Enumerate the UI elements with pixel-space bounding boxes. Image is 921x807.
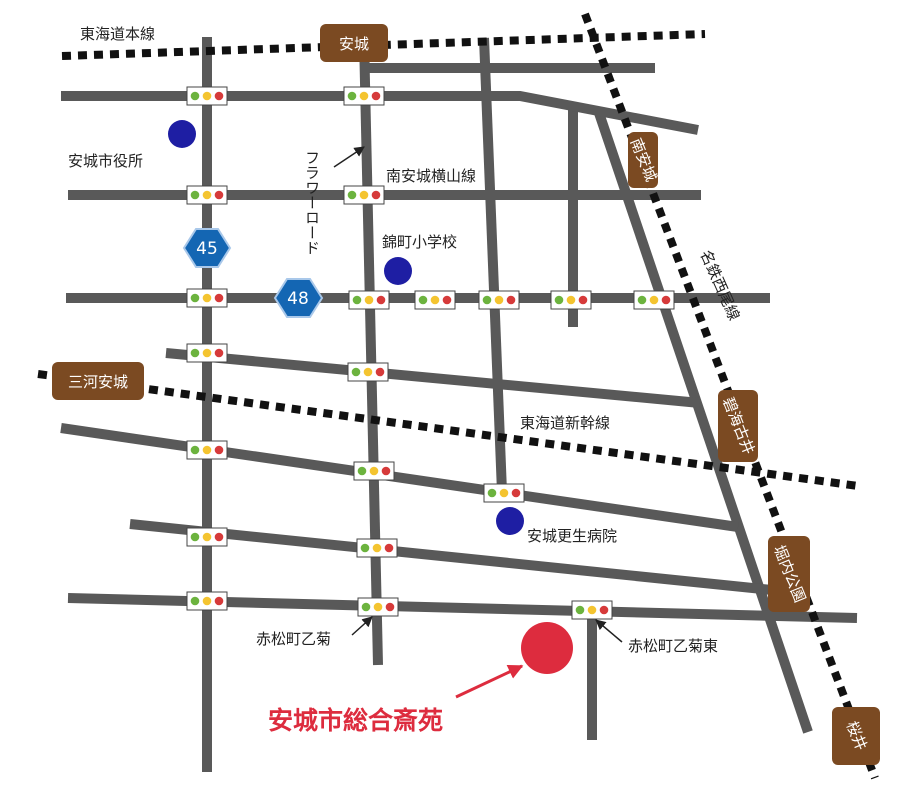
traffic-signal-icon: [633, 290, 675, 310]
traffic-signal-icon: [186, 527, 228, 547]
road-akamatsu: [67, 593, 858, 623]
traffic-signal-icon: [343, 86, 385, 106]
traffic-signals: [186, 86, 675, 620]
station-horiuchi-koen: 堀内公園: [768, 536, 810, 612]
traffic-signal-icon: [186, 86, 228, 106]
traffic-signal-icon: [186, 440, 228, 460]
route-shield-icon: 45: [182, 228, 232, 268]
traffic-signal-icon: [186, 185, 228, 205]
traffic-signal-icon: [414, 290, 456, 310]
rail-shinkansen-label: 東海道新幹線: [520, 414, 610, 432]
station-anjo-label: 安城: [339, 35, 369, 53]
rail-tokaido-shinkansen: [37, 370, 859, 490]
road-flower-road: [359, 37, 383, 666]
station-hekkai-furui: 碧海古井: [718, 390, 758, 462]
landmark-dot-icon: [384, 257, 412, 285]
landmark-dot-icon: [496, 507, 524, 535]
landmark-dot-icon: [168, 120, 196, 148]
route-shield-icon: 48: [273, 278, 324, 318]
minami-anjo-yokoyama-label: 南安城横山線: [386, 167, 476, 185]
pointer-arrow-icon: [351, 616, 373, 636]
traffic-signal-icon: [347, 362, 389, 382]
station-mikawa-anjo-label: 三河安城: [68, 373, 128, 391]
road-diagonal-east: [593, 108, 813, 734]
destination-label: 安城市総合斎苑: [268, 706, 443, 735]
traffic-signal-icon: [550, 290, 592, 310]
akamatsu-otogiku-label: 赤松町乙菊: [256, 630, 331, 648]
route-48-label: 48: [287, 289, 309, 309]
traffic-signal-icon: [478, 290, 520, 310]
flower-road-label: フラワーロード: [303, 150, 321, 255]
station-anjo: 安城: [320, 24, 388, 62]
traffic-signal-icon: [186, 288, 228, 308]
station-minami-anjo: 南安城: [627, 132, 660, 188]
nishikicho-school-label: 錦町小学校: [382, 233, 457, 251]
traffic-signal-icon: [357, 597, 399, 617]
road-mid-2: [60, 423, 739, 532]
road-mid-3: [129, 519, 773, 595]
traffic-signal-icon: [571, 600, 613, 620]
traffic-signal-icon: [353, 461, 395, 481]
rail-meitetsu-label: 名鉄西尾線: [696, 247, 743, 323]
traffic-signal-icon: [186, 343, 228, 363]
pointer-arrow-icon: [333, 146, 365, 168]
station-sakurai: 桜井: [832, 707, 880, 765]
traffic-signal-icon: [483, 483, 525, 503]
traffic-signal-icon: [356, 538, 398, 558]
traffic-signal-icon: [343, 185, 385, 205]
route-45-label: 45: [196, 239, 218, 259]
kosei-hospital-label: 安城更生病院: [527, 527, 617, 545]
road-center-north-south: [479, 37, 507, 493]
pointer-arrow-icon: [595, 619, 623, 643]
station-mikawa-anjo: 三河安城: [52, 362, 144, 400]
rail-tokaido-main-label: 東海道本線: [80, 25, 155, 43]
destination-arrow-icon: [455, 664, 524, 699]
traffic-signal-icon: [186, 591, 228, 611]
destination-marker-icon: [521, 622, 573, 674]
traffic-signal-icon: [348, 290, 390, 310]
road-mid-1: [165, 348, 701, 408]
city-hall-label: 安城市役所: [68, 152, 143, 170]
akamatsu-otogiku-higashi-label: 赤松町乙菊東: [628, 637, 718, 655]
